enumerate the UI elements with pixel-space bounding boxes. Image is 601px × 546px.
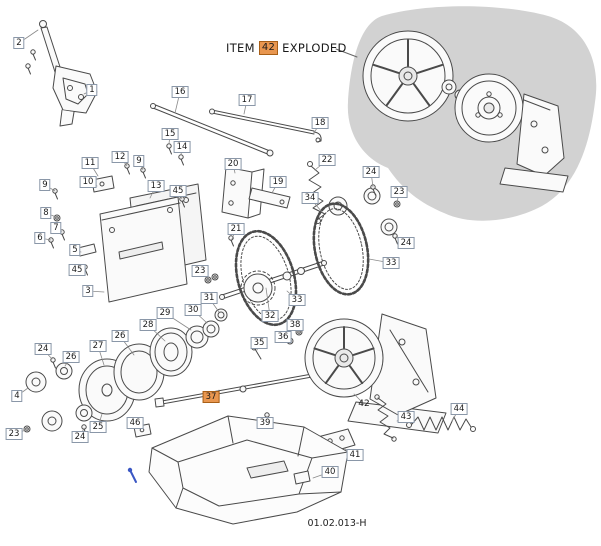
callout-35[interactable]: 35 (250, 337, 268, 349)
callout-29[interactable]: 29 (156, 307, 174, 319)
disc-stack-drawing (25, 320, 220, 438)
callout-10[interactable]: 10 (79, 176, 97, 188)
callout-7[interactable]: 7 (50, 222, 62, 234)
callout-45[interactable]: 45 (169, 185, 187, 197)
callout-3[interactable]: 3 (82, 285, 94, 297)
callout-24[interactable]: 24 (362, 166, 380, 178)
callout-11[interactable]: 11 (81, 157, 99, 169)
callout-16[interactable]: 16 (171, 86, 189, 98)
callout-15[interactable]: 15 (161, 128, 179, 140)
return-springs-drawing (374, 394, 476, 442)
lower-axle-drawing (154, 328, 315, 408)
callout-46[interactable]: 46 (126, 417, 144, 429)
callout-39[interactable]: 39 (256, 417, 274, 429)
callout-20[interactable]: 20 (224, 158, 242, 170)
callout-6[interactable]: 6 (34, 232, 46, 244)
housing-pan-drawing (127, 415, 349, 525)
callout-24[interactable]: 24 (397, 237, 415, 249)
lever-assembly-drawing (25, 20, 98, 127)
diagram-title: ITEM 42 EXPLODED (226, 41, 347, 55)
callout-5[interactable]: 5 (69, 244, 81, 256)
callout-23[interactable]: 23 (5, 428, 23, 440)
callout-9[interactable]: 9 (133, 155, 145, 167)
callout-26[interactable]: 26 (62, 351, 80, 363)
callout-38[interactable]: 38 (286, 319, 304, 331)
callout-25[interactable]: 25 (89, 421, 107, 433)
title-suffix: EXPLODED (282, 41, 347, 55)
callout-31[interactable]: 31 (200, 292, 218, 304)
callout-4[interactable]: 4 (11, 390, 23, 402)
callout-40[interactable]: 40 (321, 466, 339, 478)
callout-12[interactable]: 12 (111, 151, 129, 163)
callout-14[interactable]: 14 (173, 141, 191, 153)
callout-34[interactable]: 34 (301, 192, 319, 204)
wheel-assembly-drawing (304, 313, 447, 434)
callout-42[interactable]: 42 (358, 399, 370, 409)
callout-13[interactable]: 13 (147, 180, 165, 192)
callout-32[interactable]: 32 (261, 310, 279, 322)
callout-23[interactable]: 23 (390, 186, 408, 198)
callout-8[interactable]: 8 (40, 207, 52, 219)
callout-24[interactable]: 24 (34, 343, 52, 355)
control-rods-drawing (150, 103, 322, 157)
callout-1[interactable]: 1 (86, 84, 98, 96)
callout-9[interactable]: 9 (39, 179, 51, 191)
callout-21[interactable]: 21 (227, 223, 245, 235)
title-item-number[interactable]: 42 (258, 41, 279, 55)
callout-19[interactable]: 19 (269, 176, 287, 188)
center-bracket-drawing (221, 166, 291, 219)
drawing-number: 01.02.013-H (307, 518, 367, 529)
callout-2[interactable]: 2 (13, 37, 25, 49)
callout-36[interactable]: 36 (274, 331, 292, 343)
callout-45[interactable]: 45 (68, 264, 86, 276)
callout-27[interactable]: 27 (89, 340, 107, 352)
callout-17[interactable]: 17 (238, 94, 256, 106)
callout-33[interactable]: 33 (288, 294, 306, 306)
callout-28[interactable]: 28 (139, 319, 157, 331)
callout-24[interactable]: 24 (71, 431, 89, 443)
title-prefix: ITEM (226, 41, 255, 55)
callout-33[interactable]: 33 (382, 257, 400, 269)
exploded-detail-region-drawing (335, 6, 597, 221)
callout-43[interactable]: 43 (397, 411, 415, 423)
callout-22[interactable]: 22 (318, 154, 336, 166)
callout-26[interactable]: 26 (111, 330, 129, 342)
callout-44[interactable]: 44 (450, 403, 468, 415)
callout-30[interactable]: 30 (184, 304, 202, 316)
callout-18[interactable]: 18 (311, 117, 329, 129)
frame-plates-drawing (77, 175, 207, 303)
callout-37[interactable]: 37 (202, 391, 220, 403)
callout-41[interactable]: 41 (346, 449, 364, 461)
callout-23[interactable]: 23 (191, 265, 209, 277)
upper-axle-assembly-drawing (204, 187, 398, 322)
